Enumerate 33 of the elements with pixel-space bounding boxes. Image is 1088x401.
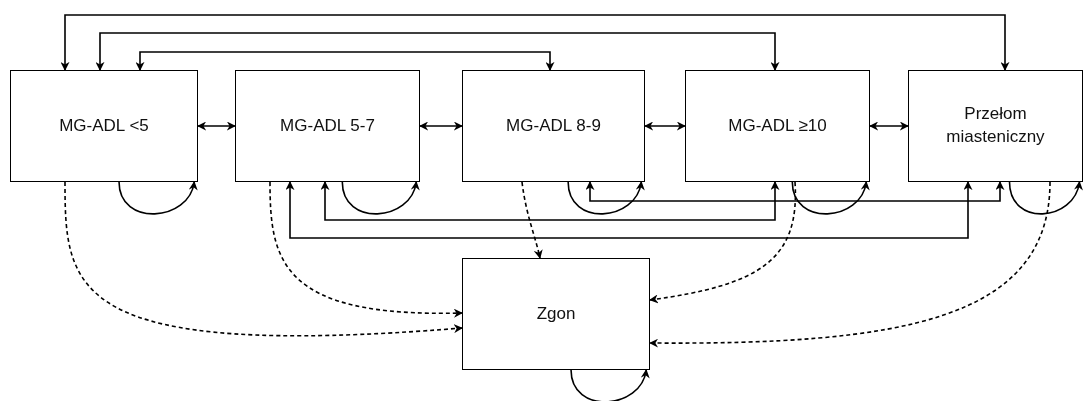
state-label: MG-ADL ≥10 <box>728 114 827 137</box>
arrow <box>869 121 909 131</box>
state-label: MG-ADL 5-7 <box>280 114 375 137</box>
self-loop-arrow <box>341 181 419 215</box>
state-box <box>10 70 198 182</box>
arrow <box>585 181 1005 202</box>
arrow <box>60 14 1010 71</box>
state-box <box>235 70 420 182</box>
arrow <box>419 121 463 131</box>
state-box <box>462 258 650 370</box>
state-box <box>462 70 645 182</box>
dashed-arrow <box>521 181 543 259</box>
arrow <box>197 121 236 131</box>
arrow <box>644 121 686 131</box>
self-loop-arrow <box>118 181 197 215</box>
dashed-arrow <box>64 181 463 337</box>
state-label: MG-ADL 8-9 <box>506 114 601 137</box>
self-loop-arrow <box>791 181 869 215</box>
self-loop-arrow <box>1008 181 1082 215</box>
dashed-arrow <box>649 181 1051 348</box>
state-label: Przełom miasteniczny <box>945 103 1046 148</box>
arrow <box>320 181 780 221</box>
state-label: Zgon <box>536 302 576 325</box>
arrow <box>135 51 555 71</box>
state-box <box>685 70 870 182</box>
self-loop-arrow <box>567 181 644 215</box>
arrow <box>95 32 780 71</box>
dashed-arrow <box>269 181 463 318</box>
arrow <box>285 181 973 239</box>
dashed-arrow <box>649 181 797 304</box>
self-loop-arrow <box>570 369 649 401</box>
state-label: MG-ADL <5 <box>59 114 149 137</box>
state-box <box>908 70 1083 182</box>
